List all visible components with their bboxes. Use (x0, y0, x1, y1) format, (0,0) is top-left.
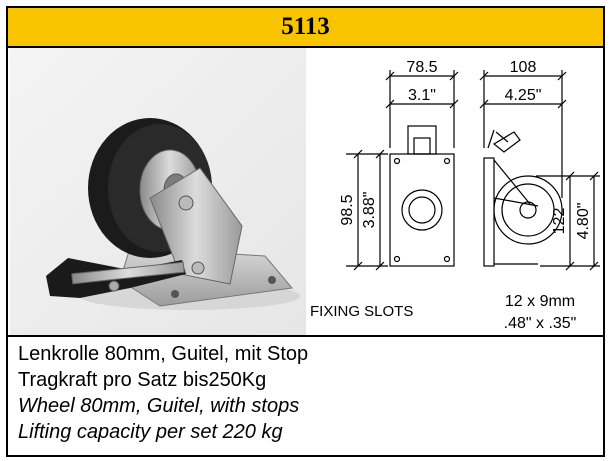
side-width-mm: 108 (510, 59, 537, 76)
description-line-de-1: Lenkrolle 80mm, Guitel, mit Stop (18, 343, 309, 365)
side-height-in: 4.80" (575, 203, 592, 240)
fixing-slots-label: FIXING SLOTS (310, 303, 413, 320)
product-code: 5113 (281, 13, 330, 40)
description-line-en-2: Lifting capacity per set 220 kg (18, 421, 283, 443)
front-width-in: 3.1" (408, 87, 436, 104)
product-card: 5113 (6, 6, 605, 457)
technical-drawing: 78.5 3.1" 108 4.25" 98.5 3.88" 122 4.80"… (310, 59, 600, 332)
product-code-header: 5113 (8, 8, 603, 48)
side-width-in: 4.25" (505, 87, 542, 104)
front-view-plate (389, 153, 455, 267)
front-height-mm: 98.5 (339, 194, 356, 225)
fixing-slots-mm: 12 x 9mm (505, 293, 575, 310)
product-description: Lenkrolle 80mm, Guitel, mit Stop Tragkra… (18, 341, 598, 445)
product-figure: 78.5 3.1" 108 4.25" 98.5 3.88" 122 4.80"… (8, 48, 603, 335)
front-height-in: 3.88" (361, 192, 378, 229)
description-line-de-2: Tragkraft pro Satz bis250Kg (18, 369, 267, 391)
front-width-mm: 78.5 (406, 59, 437, 76)
description-line-en-1: Wheel 80mm, Guitel, with stops (18, 395, 300, 417)
fixing-slots-in: .48" x .35" (504, 315, 577, 332)
side-height-mm: 122 (551, 208, 568, 235)
caster-photo (10, 48, 306, 335)
section-divider (8, 335, 603, 337)
